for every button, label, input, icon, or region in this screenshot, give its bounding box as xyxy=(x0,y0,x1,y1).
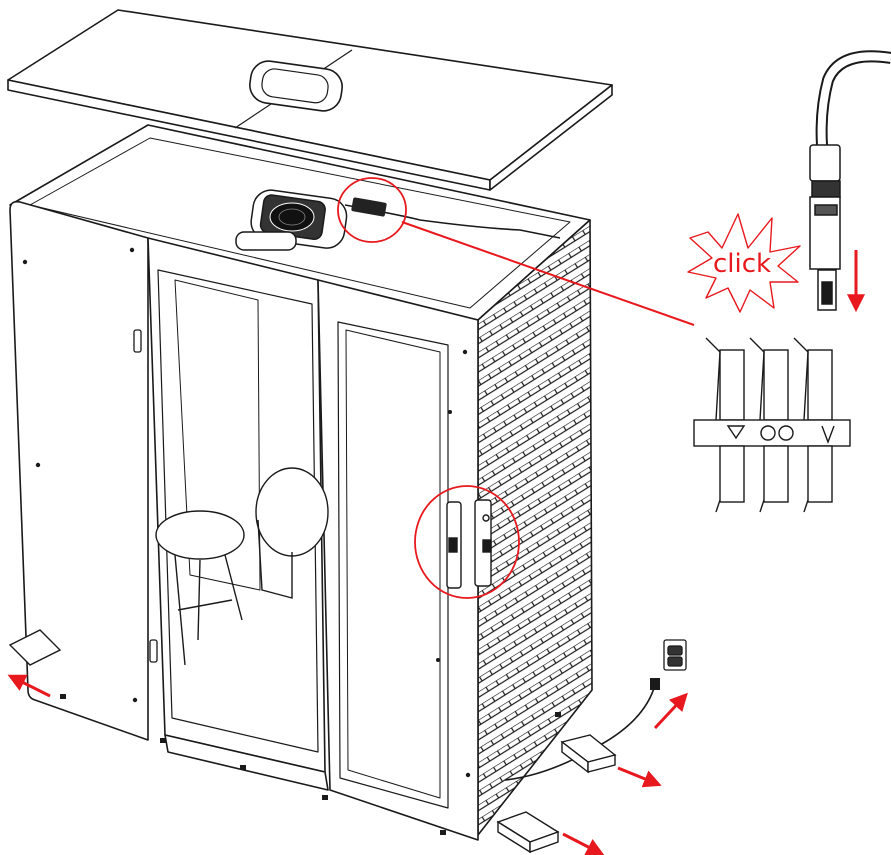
callout-leader-line xyxy=(401,221,695,326)
interior-table xyxy=(255,467,329,557)
top-connector xyxy=(351,197,387,217)
outlet-connect-arrow xyxy=(653,692,688,730)
door-handles xyxy=(446,499,492,589)
floor-block-right xyxy=(560,734,617,774)
connector-block-detail xyxy=(693,337,851,513)
base-feet xyxy=(60,694,561,835)
ventilation-fan-icon xyxy=(235,189,348,251)
left-front-panel xyxy=(9,200,149,741)
power-cord-plug xyxy=(650,678,660,690)
power-plug-icon xyxy=(809,50,891,311)
handle-highlight-circle xyxy=(414,485,520,599)
roof-panel xyxy=(7,9,613,191)
remove-arrow-bottom xyxy=(562,832,605,855)
callout-highlights xyxy=(337,177,520,599)
wall-outlet-icon xyxy=(663,639,687,671)
floor-block-bottom xyxy=(496,811,560,854)
interior-stool xyxy=(155,510,245,560)
remove-arrow-right xyxy=(617,766,662,788)
click-label: click xyxy=(713,249,771,279)
interior-furniture xyxy=(155,467,329,666)
remove-arrow-left xyxy=(7,674,51,698)
floor-block-left xyxy=(8,629,62,666)
connector-highlight-circle xyxy=(337,177,407,243)
click-starburst: click xyxy=(687,213,801,313)
door-hinges xyxy=(133,329,158,663)
